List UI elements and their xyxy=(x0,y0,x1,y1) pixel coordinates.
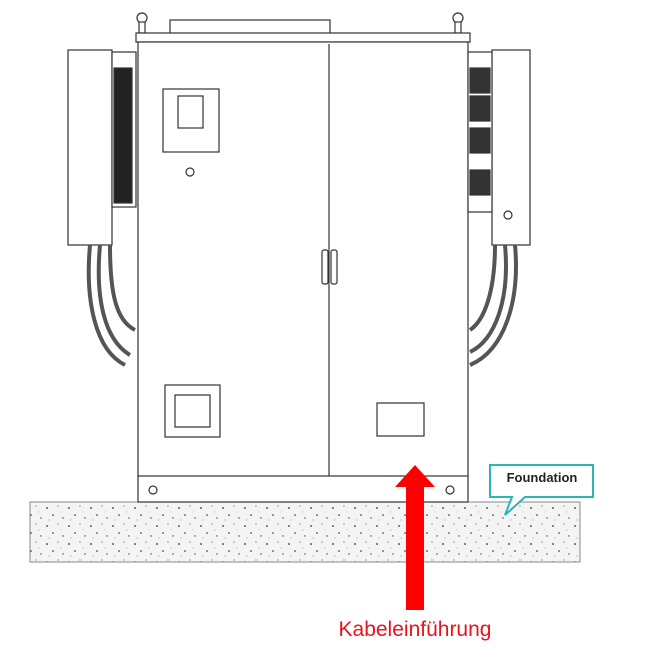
right-inverter xyxy=(467,49,531,367)
foundation-block xyxy=(29,501,581,563)
foundation-label: Foundation xyxy=(506,470,578,485)
cabinet xyxy=(135,12,471,503)
foundation-callout xyxy=(489,464,594,516)
cable-entry-label: Kabeleinführung xyxy=(338,618,492,641)
left-inverter xyxy=(67,49,137,367)
cable-entry-arrow xyxy=(395,465,435,610)
